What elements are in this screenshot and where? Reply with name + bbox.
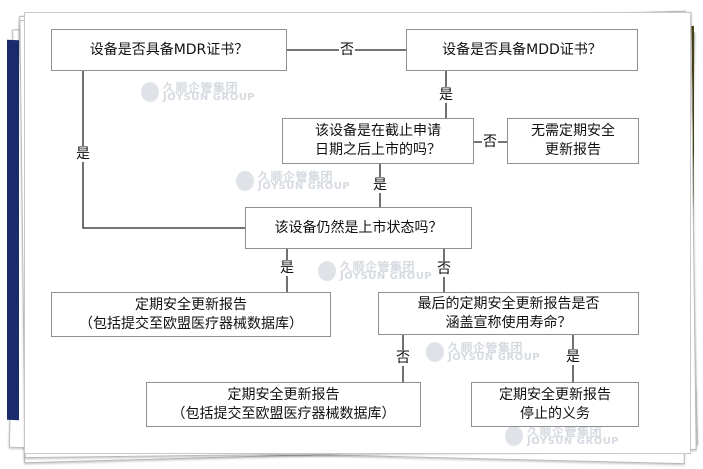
node-on-market-question: 该设备仍然是上市状态吗？ — [245, 207, 472, 249]
edge-label-yes: 是 — [75, 146, 91, 162]
connector-mdr-onmarket — [82, 71, 245, 229]
node-mdr-question: 设备是否具备MDR证书？ — [51, 29, 287, 71]
node-no-update-needed: 无需定期安全更新报告 — [507, 118, 639, 164]
edge-label-no: 否 — [339, 42, 355, 58]
node-last-psur-question: 最后的定期安全更新报告是否涵盖宣称使用寿命？ — [378, 292, 639, 335]
edge-label-no: 否 — [436, 261, 452, 277]
edge-label-yes: 是 — [279, 260, 295, 276]
node-before-deadline-question: 该设备是在截止申请日期之后上市的吗？ — [282, 118, 474, 164]
node-psur-submit-left: 定期安全更新报告（包括提交至欧盟医疗器械数据库） — [51, 292, 331, 337]
node-psur-submit-bottom: 定期安全更新报告（包括提交至欧盟医疗器械数据库） — [146, 382, 421, 427]
edge-label-no: 否 — [482, 134, 498, 150]
node-psur-obligation-ends: 定期安全更新报告停止的义务 — [471, 382, 639, 427]
edge-label-yes: 是 — [565, 349, 581, 365]
node-mdd-question: 设备是否具备MDD证书？ — [406, 29, 638, 71]
edge-label-no: 否 — [395, 350, 411, 366]
edge-label-yes: 是 — [372, 177, 388, 193]
edge-label-yes: 是 — [438, 87, 454, 103]
